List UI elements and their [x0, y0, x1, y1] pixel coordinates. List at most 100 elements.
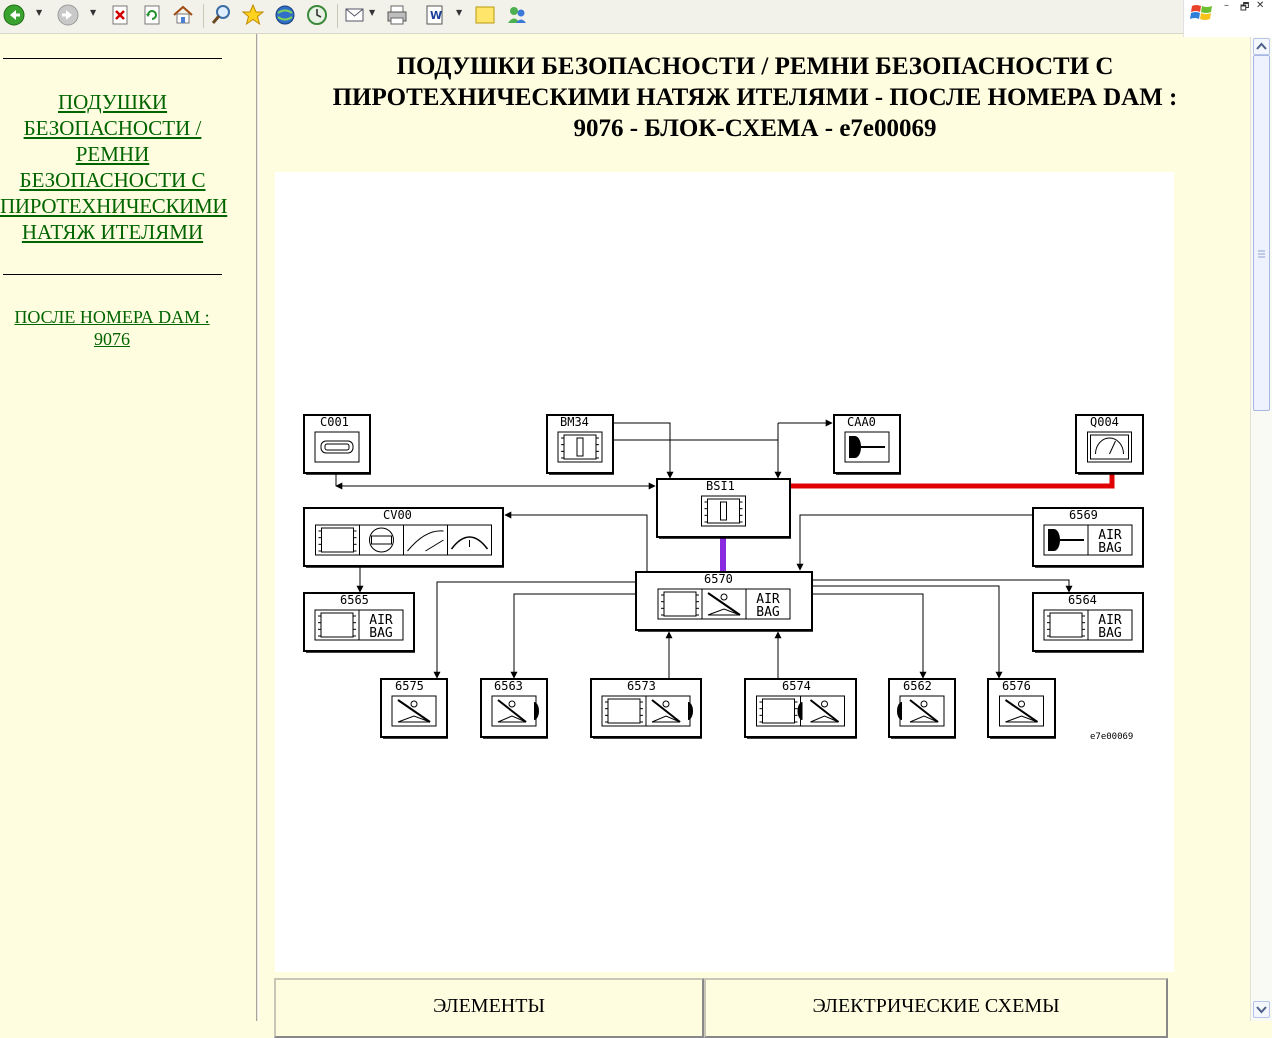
- print-icon[interactable]: [386, 4, 408, 26]
- component-label: 6575: [395, 679, 424, 693]
- dash-icon: [447, 524, 492, 556]
- elements-link[interactable]: ЭЛЕМЕНТЫ: [274, 978, 704, 1038]
- diagram-reference: e7e00069: [1090, 732, 1133, 742]
- component-label: 6564: [1068, 593, 1097, 607]
- restore-button[interactable]: 🗗: [1240, 2, 1250, 13]
- component-bsi1: BSI1: [656, 478, 791, 539]
- electrical-schemes-link[interactable]: ЭЛЕКТРИЧЕСКИЕ СХЕМЫ: [704, 978, 1168, 1038]
- fuse-icon: [701, 495, 746, 527]
- component-label: 6574: [782, 679, 811, 693]
- component-label: 6569: [1069, 508, 1098, 522]
- notes-icon[interactable]: [474, 4, 496, 26]
- component-label: Q004: [1090, 415, 1119, 429]
- component-label: 6573: [627, 679, 656, 693]
- back-dropdown-icon[interactable]: ▼: [36, 8, 43, 17]
- svg-text:W: W: [430, 9, 442, 22]
- close-button[interactable]: ✕: [1256, 0, 1265, 11]
- component-label: 6563: [494, 679, 523, 693]
- component-6563: 6563: [480, 678, 548, 739]
- browser-toolbar: ▼ ▼ ▼ W ▼: [0, 0, 1183, 34]
- dam-link[interactable]: ПОСЛЕ НОМЕРА DAM : 9076: [14, 307, 210, 349]
- stop-icon[interactable]: [109, 4, 131, 26]
- airbag-label: AIR: [369, 613, 393, 628]
- airbag-label: AIR: [1098, 613, 1122, 628]
- airbag-label: AIR: [1098, 528, 1122, 543]
- seatL-icon: [897, 695, 945, 727]
- fuse-icon: [557, 431, 603, 463]
- messenger-icon[interactable]: [506, 4, 528, 26]
- component-6576: 6576: [987, 678, 1056, 739]
- edit-dropdown-icon[interactable]: ▼: [456, 8, 463, 17]
- airbag-label: BAG: [369, 626, 393, 641]
- page-title: ПОДУШКИ БЕЗОПАСНОСТИ / РЕМНИ БЕЗОПАСНОСТ…: [332, 53, 1178, 142]
- connector-icon: [314, 431, 360, 463]
- component-label: C001: [320, 415, 349, 429]
- vertical-scrollbar[interactable]: [1250, 37, 1272, 1021]
- chip-icon: [314, 609, 360, 641]
- back-icon[interactable]: [3, 4, 25, 26]
- seat-icon: [999, 695, 1044, 727]
- forward-icon[interactable]: [57, 4, 79, 26]
- refresh-icon[interactable]: [141, 4, 163, 26]
- sidebar: ПОДУШКИ БЕЗОПАСНОСТИ / РЕМНИ БЕЗОПАСНОСТ…: [0, 34, 256, 1021]
- igniter-icon: [844, 431, 890, 463]
- airbag-label: BAG: [756, 605, 780, 620]
- favorites-icon[interactable]: [242, 4, 264, 26]
- forward-dropdown-icon[interactable]: ▼: [90, 8, 97, 17]
- windows-logo-icon: [1190, 2, 1214, 24]
- seatR-icon: [491, 695, 539, 727]
- component-bm34: BM34: [546, 414, 614, 475]
- component-label: CV00: [383, 508, 412, 522]
- window-controls: – 🗗 ✕: [1183, 0, 1272, 37]
- edit-icon[interactable]: W: [424, 4, 446, 26]
- component-6573: 6573: [590, 678, 702, 739]
- home-icon[interactable]: [172, 4, 194, 26]
- mail-dropdown-icon[interactable]: ▼: [369, 8, 376, 17]
- component-6562: 6562: [888, 678, 956, 739]
- sidebar-divider: [3, 274, 222, 275]
- component-label: BM34: [560, 415, 589, 429]
- component-caa0: CAA0: [833, 414, 901, 475]
- history-icon[interactable]: [306, 4, 328, 26]
- airbag-label: BAG: [1098, 626, 1122, 641]
- component-label: 6576: [1002, 679, 1031, 693]
- component-label: 6562: [903, 679, 932, 693]
- frame-splitter[interactable]: [256, 34, 259, 1021]
- component-label: BSI1: [706, 479, 735, 493]
- component-cv00: CV00: [303, 507, 504, 568]
- component-label: CAA0: [847, 415, 876, 429]
- component-label: 6570: [704, 572, 733, 586]
- can-bus-line: [791, 474, 1115, 489]
- sidebar-divider: [3, 58, 222, 59]
- section-link[interactable]: ПОДУШКИ БЕЗОПАСНОСТИ / РЕМНИ БЕЗОПАСНОСТ…: [0, 90, 228, 244]
- component-6574: 6574: [744, 678, 857, 739]
- media-icon[interactable]: [274, 4, 296, 26]
- airbag-label: BAG: [1098, 541, 1122, 556]
- component-c001: C001: [303, 414, 371, 475]
- airbag-label: AIR: [756, 592, 780, 607]
- search-icon[interactable]: [210, 4, 232, 26]
- minimize-button[interactable]: –: [1224, 0, 1229, 11]
- scroll-thumb[interactable]: [1253, 55, 1270, 411]
- scroll-down-button[interactable]: [1253, 1001, 1270, 1018]
- seatR-icon: [645, 695, 693, 727]
- connection-lines: [335, 419, 1073, 679]
- seatL-icon: [797, 695, 845, 727]
- component-q004: Q004: [1075, 414, 1144, 475]
- gauge-icon: [1087, 431, 1132, 463]
- seat-icon: [391, 695, 437, 727]
- mail-icon[interactable]: [344, 4, 366, 26]
- component-6575: 6575: [380, 678, 448, 739]
- main-content: ПОДУШКИ БЕЗОПАСНОСТИ / РЕМНИ БЕЗОПАСНОСТ…: [260, 34, 1250, 1038]
- scroll-up-button[interactable]: [1253, 38, 1270, 55]
